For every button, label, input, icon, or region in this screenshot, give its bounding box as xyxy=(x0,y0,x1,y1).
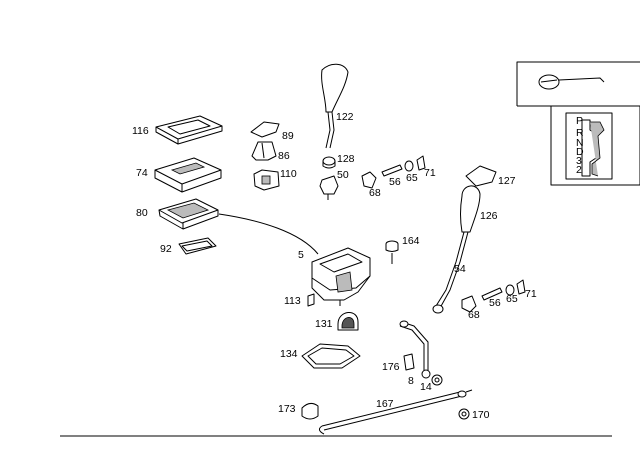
part-71-clip-lower xyxy=(516,279,526,295)
leader-line xyxy=(218,213,319,255)
part-74-cover xyxy=(154,157,222,193)
label-5: 5 xyxy=(298,249,304,261)
label-71-lower: 71 xyxy=(525,288,537,300)
part-110-switch xyxy=(253,169,280,191)
gate-label-d: D xyxy=(576,146,584,158)
part-176-clip xyxy=(403,353,415,371)
part-65-washer-lower xyxy=(505,284,515,296)
selector-knob-icon xyxy=(538,74,560,90)
label-173: 173 xyxy=(278,403,296,415)
part-56-pin-lower xyxy=(481,287,503,301)
label-68-upper: 68 xyxy=(369,187,381,199)
gate-label-p: P xyxy=(576,115,583,127)
label-128: 128 xyxy=(337,153,355,165)
label-14: 14 xyxy=(420,381,432,393)
part-56-pin-upper xyxy=(381,164,403,177)
label-86: 86 xyxy=(278,150,290,162)
part-122-selector-knob xyxy=(321,63,349,149)
part-68-bracket-lower xyxy=(461,295,477,313)
part-14-nut xyxy=(431,374,443,386)
label-71-upper: 71 xyxy=(424,167,436,179)
part-170-nut xyxy=(458,408,470,420)
label-54: 54 xyxy=(454,263,466,275)
label-176: 176 xyxy=(382,361,400,373)
part-92-insert xyxy=(178,237,217,255)
label-50: 50 xyxy=(337,169,349,181)
part-131-cap xyxy=(337,312,359,331)
part-113-pin xyxy=(307,293,315,307)
part-89-clip xyxy=(250,121,280,138)
label-89: 89 xyxy=(282,130,294,142)
label-131: 131 xyxy=(315,318,333,330)
label-116: 116 xyxy=(132,125,149,137)
label-92: 92 xyxy=(160,243,172,255)
label-167: 167 xyxy=(376,398,394,410)
label-110: 110 xyxy=(280,168,297,180)
part-5-shifter-housing xyxy=(311,247,371,306)
label-74: 74 xyxy=(136,167,148,179)
gate-label-r: R xyxy=(576,127,584,139)
linkage-joint xyxy=(421,369,431,379)
label-68-lower: 68 xyxy=(468,309,480,321)
part-68-bracket-upper xyxy=(361,171,377,189)
part-128-bushing xyxy=(322,156,336,169)
label-80: 80 xyxy=(136,207,148,219)
label-65-upper: 65 xyxy=(406,172,418,184)
part-127-knob-cap xyxy=(465,165,497,187)
part-50-connector xyxy=(319,175,339,200)
label-8: 8 xyxy=(408,375,414,387)
label-170: 170 xyxy=(472,409,490,421)
gate-label-3: 3 xyxy=(576,155,582,167)
label-122: 122 xyxy=(336,111,354,123)
label-127: 127 xyxy=(498,175,516,187)
part-167-rod xyxy=(318,389,473,435)
label-65-lower: 65 xyxy=(506,293,518,305)
part-8-linkage-arm xyxy=(399,320,429,372)
inset-panel xyxy=(516,61,640,186)
part-80-base-plate xyxy=(158,198,219,230)
label-56-upper: 56 xyxy=(389,176,401,188)
part-173-bushing xyxy=(301,402,319,420)
label-134: 134 xyxy=(280,348,298,360)
gate-label-2: 2 xyxy=(576,164,582,176)
part-126-shift-lever xyxy=(432,185,481,314)
part-65-washer-upper xyxy=(404,160,414,172)
part-116-trim-frame xyxy=(155,115,223,145)
part-134-seal xyxy=(301,343,361,369)
part-164-bolt xyxy=(385,240,399,264)
label-113: 113 xyxy=(284,295,301,307)
part-71-clip-upper xyxy=(416,155,426,171)
gate-label-n: N xyxy=(576,137,584,149)
label-126: 126 xyxy=(480,210,498,222)
label-164: 164 xyxy=(402,235,420,247)
part-86-holder xyxy=(251,141,277,161)
label-56-lower: 56 xyxy=(489,297,501,309)
